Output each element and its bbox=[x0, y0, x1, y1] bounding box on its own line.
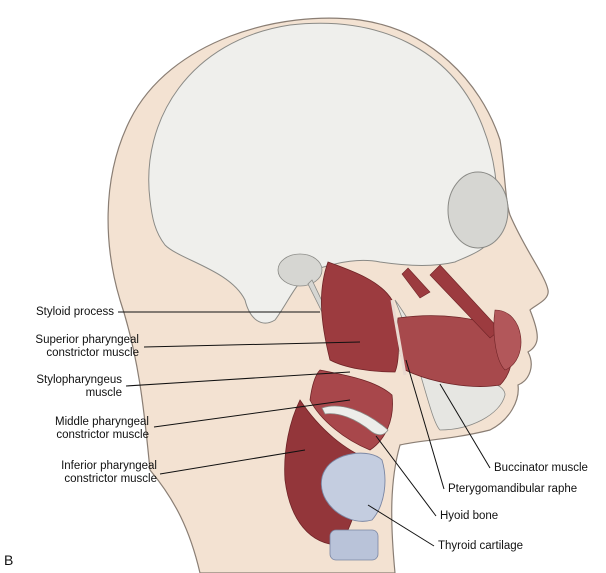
label-line: Middle pharyngeal bbox=[55, 416, 149, 428]
label-superior-pharyngeal-constrictor: Superior pharyngeal constrictor muscle bbox=[0, 334, 139, 360]
panel-letter: B bbox=[4, 552, 14, 568]
trachea bbox=[329, 529, 379, 561]
label-line: Buccinator muscle bbox=[494, 462, 588, 474]
orbit bbox=[447, 171, 509, 249]
orbicularis-oris bbox=[493, 309, 522, 371]
leader-lines bbox=[118, 311, 491, 547]
skull bbox=[148, 22, 498, 324]
label-line: Superior pharyngeal bbox=[35, 334, 139, 346]
label-inferior-pharyngeal-constrictor: Inferior pharyngeal constrictor muscle bbox=[0, 460, 157, 486]
label-styloid-process: Styloid process bbox=[0, 306, 114, 319]
label-line: Thyroid cartilage bbox=[438, 540, 524, 552]
label-line: Styloid process bbox=[36, 306, 114, 318]
label-line: constrictor muscle bbox=[46, 347, 139, 359]
label-thyroid-cartilage: Thyroid cartilage bbox=[438, 540, 523, 553]
zygomatic-muscle bbox=[429, 264, 501, 339]
pterygomandibular-raphe bbox=[390, 299, 407, 376]
label-line: constrictor muscle bbox=[56, 429, 149, 441]
masseter-muscle bbox=[401, 267, 431, 299]
thyroid-cartilage bbox=[320, 452, 386, 522]
label-buccinator-muscle: Buccinator muscle bbox=[494, 462, 588, 475]
label-line: Inferior pharyngeal bbox=[61, 460, 157, 472]
label-middle-pharyngeal-constrictor: Middle pharyngeal constrictor muscle bbox=[0, 416, 149, 442]
label-line: Stylopharyngeus bbox=[36, 374, 122, 386]
label-line: Hyoid bone bbox=[440, 510, 499, 522]
label-stylopharyngeus: Stylopharyngeus muscle bbox=[0, 374, 122, 400]
label-line: muscle bbox=[85, 387, 122, 399]
mastoid-region bbox=[277, 253, 323, 287]
label-line: Pterygomandibular raphe bbox=[448, 483, 578, 495]
superior-pharyngeal-constrictor bbox=[321, 261, 399, 373]
label-hyoid-bone: Hyoid bone bbox=[440, 510, 498, 523]
hyoid-bone bbox=[321, 405, 389, 436]
label-line: constrictor muscle bbox=[64, 473, 157, 485]
label-pterygomandibular-raphe: Pterygomandibular raphe bbox=[448, 483, 577, 496]
